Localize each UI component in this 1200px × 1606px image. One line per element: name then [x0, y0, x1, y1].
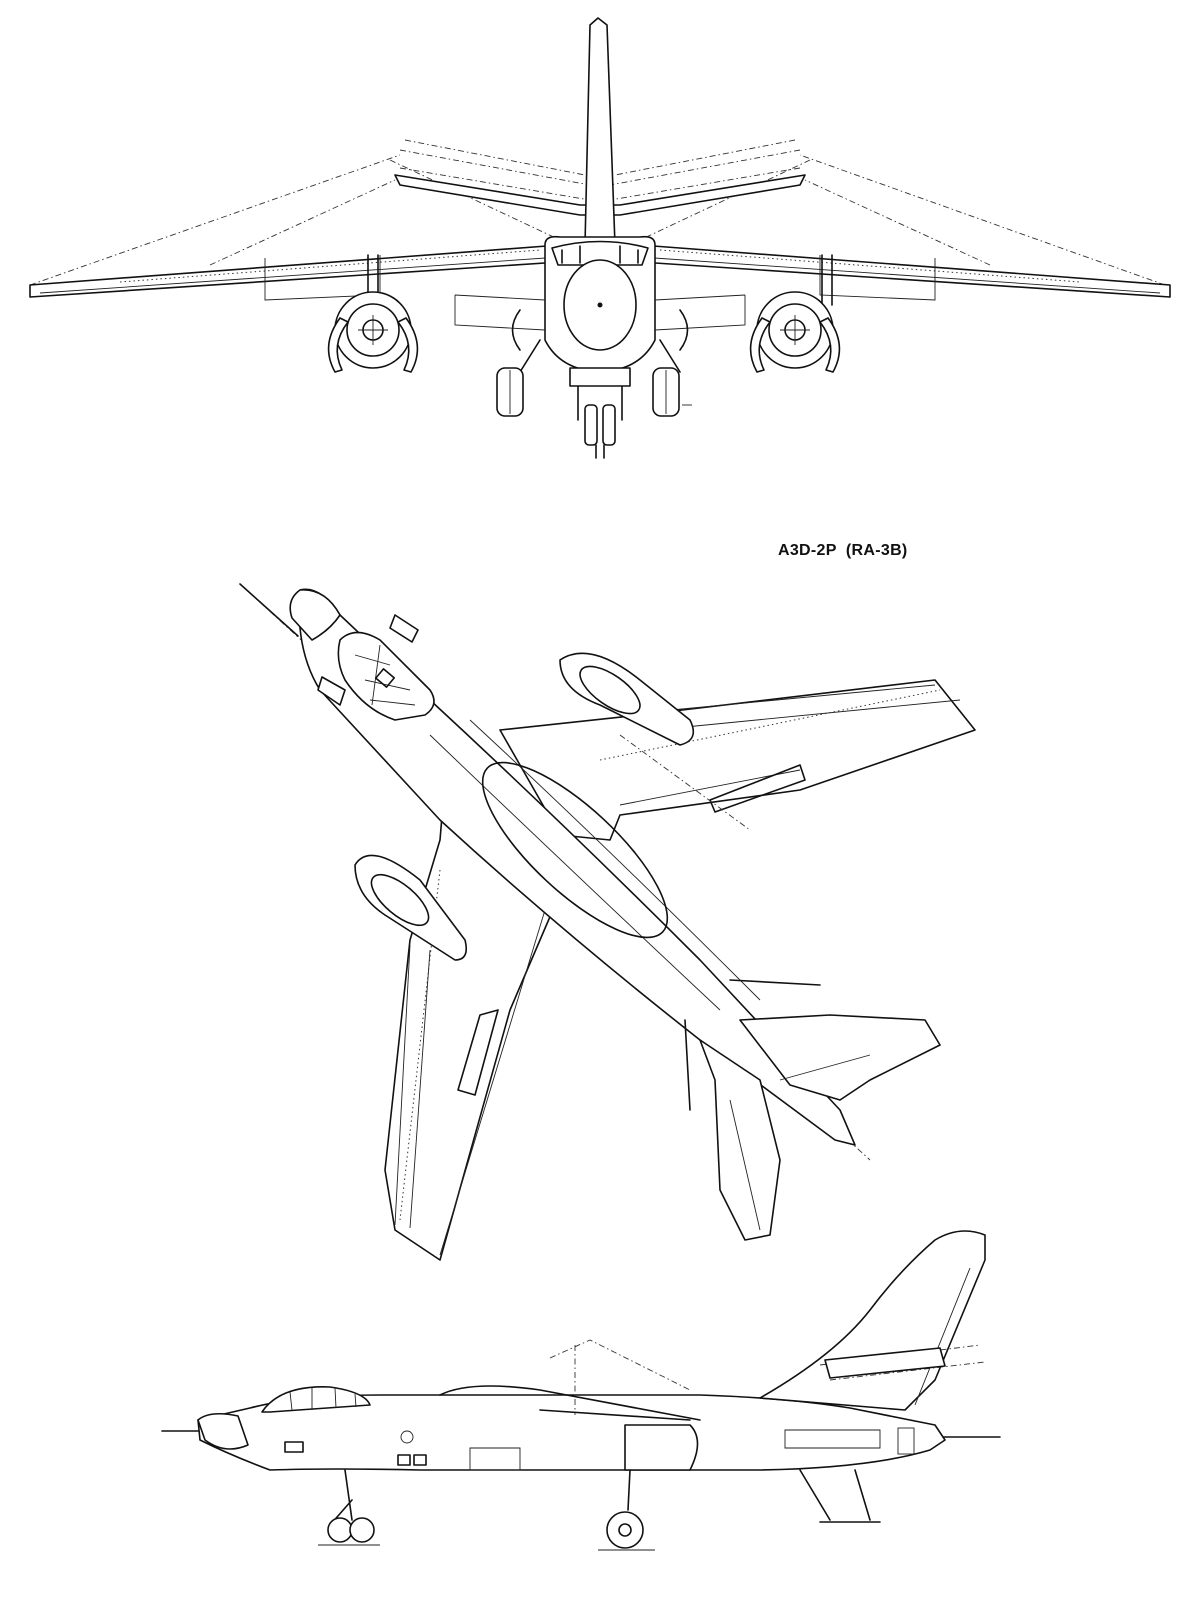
pitot-probe-plan: [239, 583, 299, 637]
left-engine-nacelle: [327, 291, 419, 373]
nose-radome-plan: [289, 589, 341, 641]
vertical-tail-side: [759, 1230, 986, 1411]
folded-wing-ghost: [29, 139, 1166, 286]
landing-gear-front: [496, 339, 692, 459]
folded-wing-ghost-side: [549, 1339, 691, 1415]
plan-view: [239, 583, 976, 1261]
engine-nacelle-side: [624, 1424, 699, 1471]
cockpit-plan: [337, 631, 435, 721]
canopy-front: [551, 240, 649, 266]
left-engine-plan: [354, 854, 468, 961]
aircraft-designation: A3D-2P (RA-3B): [778, 542, 908, 559]
side-view: [161, 1230, 1001, 1551]
vertical-fin-front: [584, 17, 616, 246]
landing-gear-side: [327, 1469, 881, 1549]
nose-radome-side: [197, 1412, 249, 1450]
horizontal-tail-plan: [739, 1014, 941, 1101]
canopy-side: [261, 1386, 371, 1413]
right-engine-plan: [559, 652, 695, 746]
front-view: [29, 17, 1171, 459]
right-engine-nacelle: [749, 291, 841, 373]
fuselage-side: [197, 1394, 946, 1471]
